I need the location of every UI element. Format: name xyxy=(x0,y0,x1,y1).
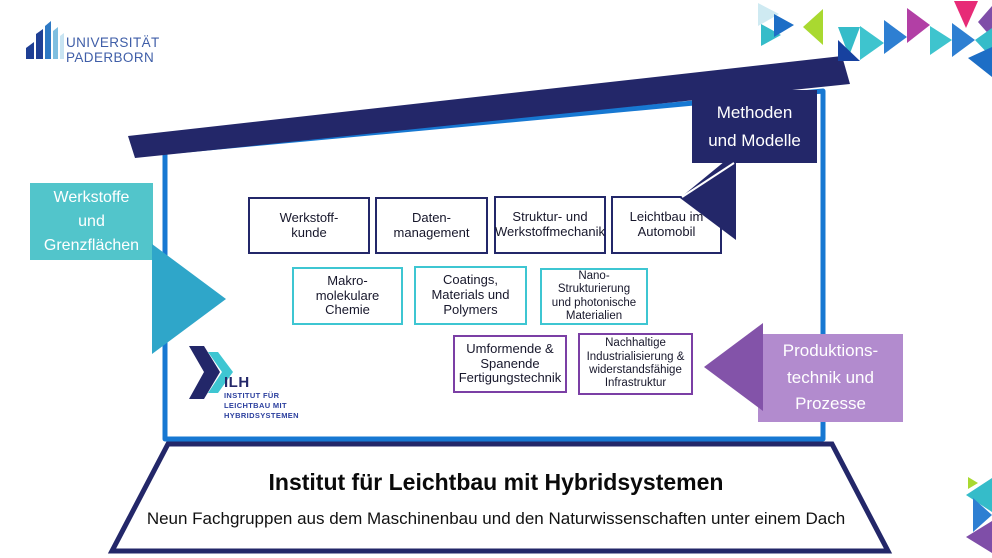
university-logo-text: UNIVERSITÄT PADERBORN xyxy=(66,35,160,66)
base-trapezoid xyxy=(107,441,893,554)
group-box-datenmanagement: Daten- management xyxy=(375,197,488,254)
group-box-label: Struktur- und Werkstoffmechanik xyxy=(494,209,606,239)
group-box-label: Daten- management xyxy=(393,209,470,240)
group-box-label: Nachhaltige Industrialisierung & widerst… xyxy=(586,337,685,390)
group-box-label: Makro- molekulare Chemie xyxy=(315,272,380,318)
university-logo-icon xyxy=(26,21,64,59)
footer-title: Institut für Leichtbau mit Hybridsysteme… xyxy=(268,469,724,495)
university-logo-line2: PADERBORN xyxy=(66,50,155,66)
callout-methods-box xyxy=(692,90,817,163)
triangle-decoration-bottom-right xyxy=(966,477,992,553)
group-box-coatings-materials-polymers: Coatings, Materials und Polymers xyxy=(414,266,527,325)
group-box-nachhaltige-industrialisierung: Nachhaltige Industrialisierung & widerst… xyxy=(578,333,693,395)
group-box-umformende-fertigungstechnik: Umformende & Spanende Fertigungstechnik xyxy=(453,335,567,393)
ilh-logo-icon xyxy=(189,346,233,399)
ilh-name: INSTITUT FÜR LEICHTBAU MIT HYBRIDSYSTEME… xyxy=(224,391,299,421)
callout-production-label: Produktions- technik und Prozesse xyxy=(782,341,879,414)
group-box-label: Nano- Strukturierung und photonische Mat… xyxy=(551,269,637,322)
roof-beam xyxy=(128,56,850,158)
group-box-label: Umformende & Spanende Fertigungstechnik xyxy=(458,340,562,386)
callout-materials-label: Werkstoffe und Grenzflächen xyxy=(43,188,140,254)
callout-production-box xyxy=(758,334,903,422)
group-box-makromolekulare-chemie: Makro- molekulare Chemie xyxy=(292,267,403,325)
group-box-label: Leichtbau im Automobil xyxy=(629,209,704,239)
group-box-struktur-werkstoffmechanik: Struktur- und Werkstoffmechanik xyxy=(494,196,606,254)
ilh-acronym: ILH xyxy=(224,374,250,391)
group-box-label: Coatings, Materials und Polymers xyxy=(431,272,510,317)
group-box-nano-strukturierung: Nano- Strukturierung und photonische Mat… xyxy=(540,268,648,325)
group-box-leichtbau-automobil: Leichtbau im Automobil xyxy=(611,196,722,254)
triangle-decoration-top-right xyxy=(758,1,992,77)
callout-methods-label: Methoden und Modelle xyxy=(708,103,801,150)
group-box-label: Werkstoff- kunde xyxy=(279,209,339,240)
footer-subtitle: Neun Fachgruppen aus dem Maschinenbau un… xyxy=(146,509,846,528)
callout-materials-box xyxy=(30,183,153,260)
group-box-werkstoffkunde: Werkstoff- kunde xyxy=(248,197,370,254)
university-logo-line1: UNIVERSITÄT xyxy=(66,35,160,50)
